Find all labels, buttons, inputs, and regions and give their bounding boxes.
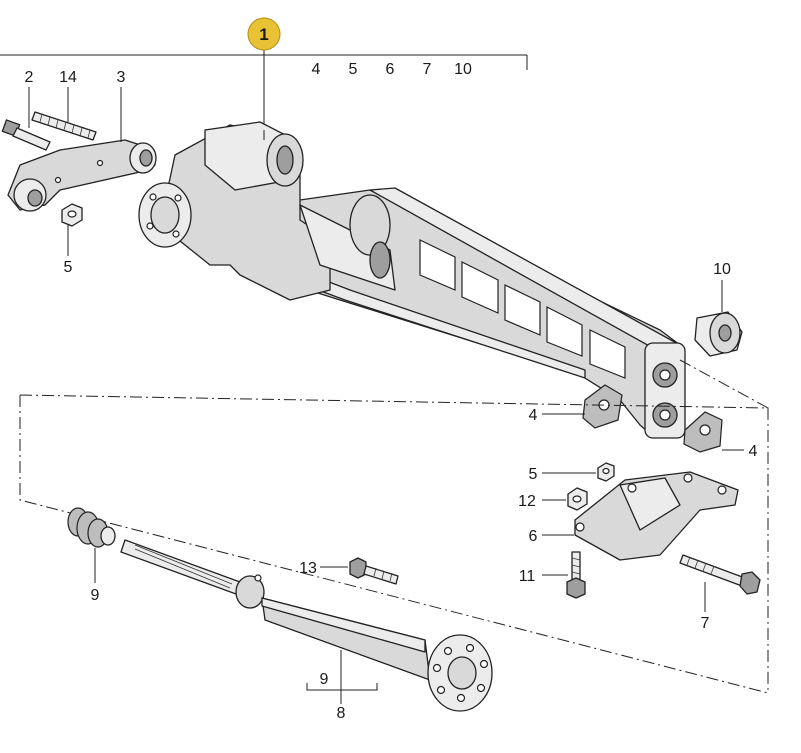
callout-4-left[interactable]: 4 xyxy=(529,407,585,424)
callout-number: 11 xyxy=(519,568,536,585)
callout-12[interactable]: 12 xyxy=(518,493,566,510)
callout-number: 3 xyxy=(117,69,126,86)
callout-number: 2 xyxy=(25,69,34,86)
sub-ref: 4 xyxy=(312,61,321,78)
drive-shaft-8[interactable] xyxy=(120,539,493,712)
callout-number: 6 xyxy=(529,528,538,545)
callout-number: 4 xyxy=(529,407,538,424)
callout-2[interactable]: 2 xyxy=(25,69,34,128)
sub-ref: 5 xyxy=(349,61,358,78)
callout-number: 5 xyxy=(529,466,538,483)
mount-bracket-6[interactable] xyxy=(574,471,739,561)
transaxle-assembly[interactable] xyxy=(138,121,686,439)
callout-5-right[interactable]: 5 xyxy=(529,466,596,483)
main-part-bracket xyxy=(0,48,528,130)
main-part-badge[interactable]: 1 xyxy=(247,17,281,51)
callout-number: 14 xyxy=(59,69,77,86)
assembly-boundary xyxy=(19,359,769,694)
callout-number: 13 xyxy=(299,560,317,577)
callout-4-right[interactable]: 4 xyxy=(722,443,758,460)
callout-number: 9 xyxy=(320,671,329,688)
callout-number: 4 xyxy=(749,443,758,460)
main-part-sub-refs: 4 5 6 7 10 xyxy=(312,61,472,78)
callout-number: 5 xyxy=(64,259,73,276)
bolt-7[interactable] xyxy=(679,554,761,595)
callout-8[interactable]: 8 xyxy=(337,650,346,722)
rubber-mount-10[interactable] xyxy=(694,311,743,357)
callout-7[interactable]: 7 xyxy=(701,582,710,632)
callout-number: 12 xyxy=(518,493,536,510)
badge-number: 1 xyxy=(259,25,268,44)
callout-number: 7 xyxy=(701,615,710,632)
shim-4-left[interactable] xyxy=(582,384,623,429)
bracket-3[interactable] xyxy=(7,139,157,212)
callout-number: 8 xyxy=(337,705,346,722)
callout-13[interactable]: 13 xyxy=(299,560,348,577)
callout-9-left[interactable]: 9 xyxy=(91,548,100,604)
beam-windows xyxy=(419,239,626,379)
callout-6[interactable]: 6 xyxy=(529,528,574,545)
callout-number: 10 xyxy=(713,261,731,278)
nut-5-right[interactable] xyxy=(597,462,615,482)
sub-ref: 7 xyxy=(423,61,432,78)
callout-number: 9 xyxy=(91,587,100,604)
stud-14[interactable] xyxy=(31,111,97,141)
badge-circle xyxy=(247,17,281,51)
callout-10[interactable]: 10 xyxy=(713,261,731,312)
callout-14[interactable]: 14 xyxy=(59,69,77,122)
callout-3[interactable]: 3 xyxy=(117,69,126,142)
bolt-2[interactable] xyxy=(1,119,51,151)
nut-12[interactable] xyxy=(567,487,588,511)
shim-4-right[interactable] xyxy=(683,411,723,453)
bolt-11[interactable] xyxy=(566,551,586,599)
callout-5-left[interactable]: 5 xyxy=(64,224,73,276)
mount-bracket-assembly[interactable] xyxy=(1,111,157,227)
sub-ref: 10 xyxy=(454,61,472,78)
sub-ref: 6 xyxy=(386,61,395,78)
bolt-13[interactable] xyxy=(349,557,399,585)
boot-9[interactable] xyxy=(67,507,116,548)
callout-11[interactable]: 11 xyxy=(519,568,568,585)
callout-9-bottom[interactable]: 9 xyxy=(306,671,378,691)
nut-5-left[interactable] xyxy=(61,203,83,227)
